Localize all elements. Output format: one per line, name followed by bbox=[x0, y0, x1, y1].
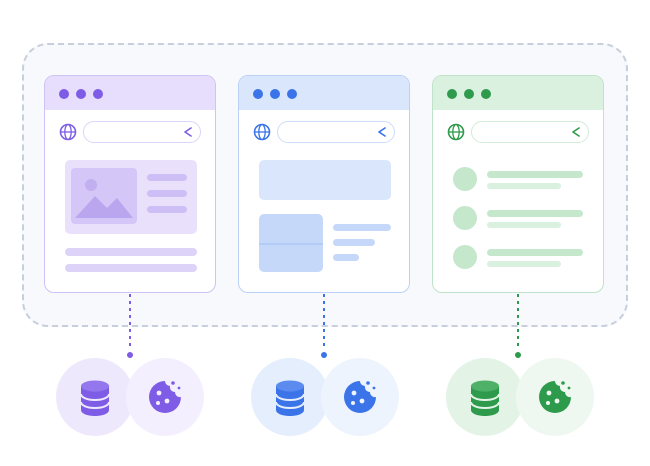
title-bar bbox=[239, 76, 409, 110]
cookie-icon bbox=[539, 381, 571, 413]
window-dot bbox=[270, 89, 280, 99]
window-dot bbox=[253, 89, 263, 99]
cookie-icon bbox=[344, 381, 376, 413]
text-line bbox=[65, 248, 197, 256]
address-row bbox=[253, 121, 397, 143]
text-line bbox=[333, 224, 391, 231]
window-dot bbox=[59, 89, 69, 99]
database-circle bbox=[251, 358, 329, 436]
globe-icon bbox=[59, 123, 77, 141]
share-icon[interactable] bbox=[570, 126, 582, 138]
text-line bbox=[147, 206, 187, 213]
list-avatar bbox=[453, 206, 477, 230]
database-circle bbox=[56, 358, 134, 436]
image-card bbox=[65, 160, 197, 234]
image-block bbox=[259, 214, 323, 272]
storage-green bbox=[446, 358, 594, 442]
text-line bbox=[487, 171, 583, 178]
cookie-circle bbox=[321, 358, 399, 436]
cookie-icon bbox=[149, 381, 181, 413]
list-avatar bbox=[453, 245, 477, 269]
address-row bbox=[447, 121, 591, 143]
text-line bbox=[333, 239, 375, 246]
address-bar[interactable] bbox=[83, 121, 201, 143]
title-bar bbox=[433, 76, 603, 110]
cookie-circle bbox=[516, 358, 594, 436]
browser-window-purple bbox=[44, 75, 216, 293]
text-line bbox=[333, 254, 359, 261]
window-dot bbox=[93, 89, 103, 99]
database-icon bbox=[80, 380, 110, 416]
browser-window-green bbox=[432, 75, 604, 293]
connector-green bbox=[515, 294, 521, 358]
text-line bbox=[487, 261, 561, 267]
storage-purple bbox=[56, 358, 204, 442]
share-icon[interactable] bbox=[376, 126, 388, 138]
address-bar[interactable] bbox=[471, 121, 589, 143]
title-bar bbox=[45, 76, 215, 110]
database-circle bbox=[446, 358, 524, 436]
browser-window-blue bbox=[238, 75, 410, 293]
text-line bbox=[147, 190, 187, 197]
globe-icon bbox=[447, 123, 465, 141]
share-icon[interactable] bbox=[182, 126, 194, 138]
text-line bbox=[487, 222, 561, 228]
text-line bbox=[65, 264, 197, 272]
storage-blue bbox=[251, 358, 399, 442]
globe-icon bbox=[253, 123, 271, 141]
banner-block bbox=[259, 160, 391, 200]
window-dot bbox=[481, 89, 491, 99]
database-icon bbox=[275, 380, 305, 416]
window-dot bbox=[464, 89, 474, 99]
image-placeholder-icon bbox=[71, 168, 137, 224]
address-bar[interactable] bbox=[277, 121, 395, 143]
text-line bbox=[487, 183, 561, 189]
connector-purple bbox=[127, 294, 133, 358]
text-line bbox=[147, 174, 187, 181]
window-dot bbox=[76, 89, 86, 99]
window-dot bbox=[287, 89, 297, 99]
address-row bbox=[59, 121, 203, 143]
cookie-circle bbox=[126, 358, 204, 436]
database-icon bbox=[470, 380, 500, 416]
text-line bbox=[487, 249, 583, 256]
window-dot bbox=[447, 89, 457, 99]
text-line bbox=[487, 210, 583, 217]
list-avatar bbox=[453, 167, 477, 191]
divider bbox=[259, 243, 323, 245]
connector-blue bbox=[321, 294, 327, 358]
